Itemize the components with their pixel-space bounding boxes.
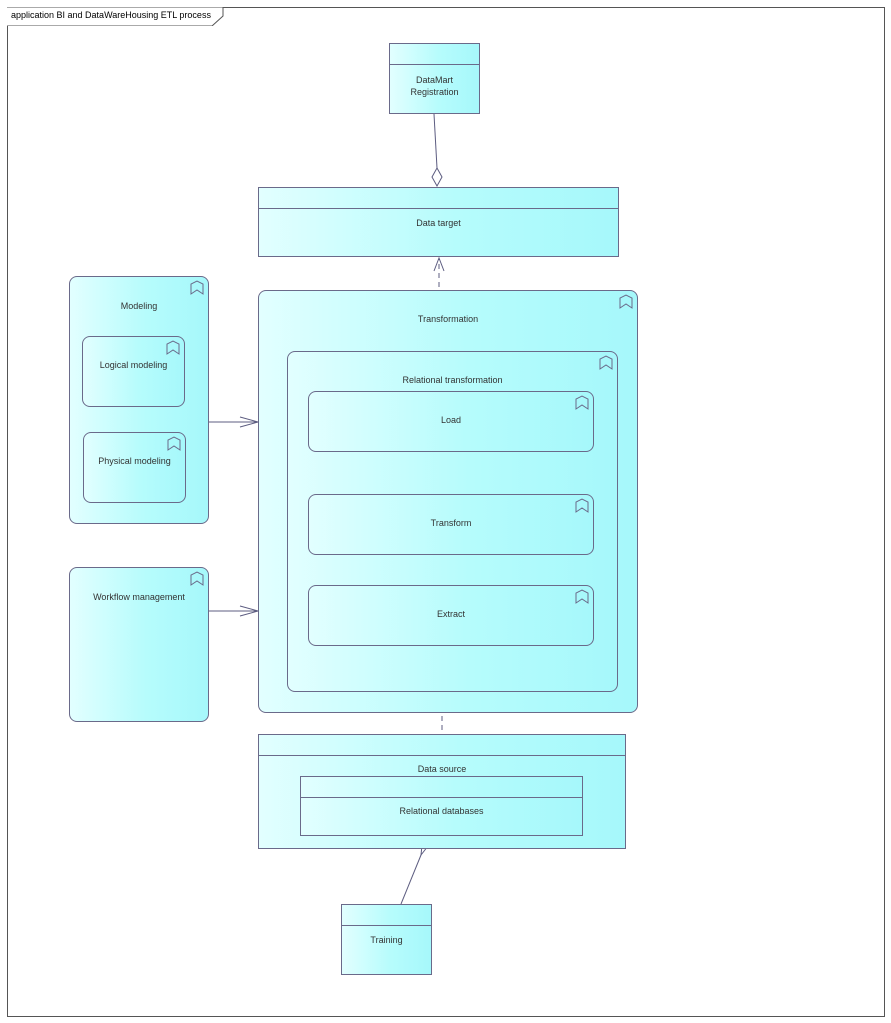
physical-modeling-node[interactable]: Physical modeling [83, 432, 186, 503]
node-header [301, 777, 582, 798]
data-target-node[interactable]: Data target [258, 187, 619, 257]
data-target-label: Data target [416, 218, 461, 228]
function-bookmark-icon [166, 340, 180, 355]
relational-databases-label: Relational databases [399, 806, 484, 816]
function-bookmark-icon [599, 355, 613, 370]
physical-modeling-label: Physical modeling [98, 456, 171, 466]
datamart-registration-label-line1: DataMart [415, 75, 453, 85]
function-bookmark-icon [619, 294, 633, 309]
node-header [390, 44, 479, 65]
node-header [259, 188, 618, 209]
relational-databases-node[interactable]: Relational databases [300, 776, 583, 836]
data-source-label: Data source [417, 764, 467, 774]
training-label: Training [370, 935, 403, 945]
transformation-label: Transformation [417, 314, 479, 324]
diagram-title: application BI and DataWareHousing ETL p… [11, 10, 211, 20]
datamart-registration-label-line2: Registration [410, 87, 459, 97]
function-bookmark-icon [190, 571, 204, 586]
transform-node[interactable]: Transform [308, 494, 594, 555]
workflow-management-label: Workflow management [93, 592, 185, 602]
extract-node[interactable]: Extract [308, 585, 594, 646]
extract-label: Extract [436, 609, 465, 619]
datamart-registration-node[interactable]: DataMart Registration [389, 43, 480, 114]
training-node[interactable]: Training [341, 904, 432, 975]
load-node[interactable]: Load [308, 391, 594, 452]
logical-modeling-node[interactable]: Logical modeling [82, 336, 185, 407]
function-bookmark-icon [575, 498, 589, 513]
diagram-frame [7, 7, 885, 1017]
node-header [342, 905, 431, 926]
frame-title-tab [7, 7, 224, 26]
function-bookmark-icon [190, 280, 204, 295]
load-label: Load [440, 415, 462, 425]
function-bookmark-icon [575, 589, 589, 604]
relational-transformation-label: Relational transformation [402, 375, 503, 385]
function-bookmark-icon [575, 395, 589, 410]
function-bookmark-icon [167, 436, 181, 451]
workflow-management-node[interactable]: Workflow management [69, 567, 209, 722]
logical-modeling-label: Logical modeling [99, 360, 168, 370]
transform-label: Transform [430, 518, 472, 528]
modeling-label: Modeling [120, 301, 158, 311]
node-header [259, 735, 625, 756]
